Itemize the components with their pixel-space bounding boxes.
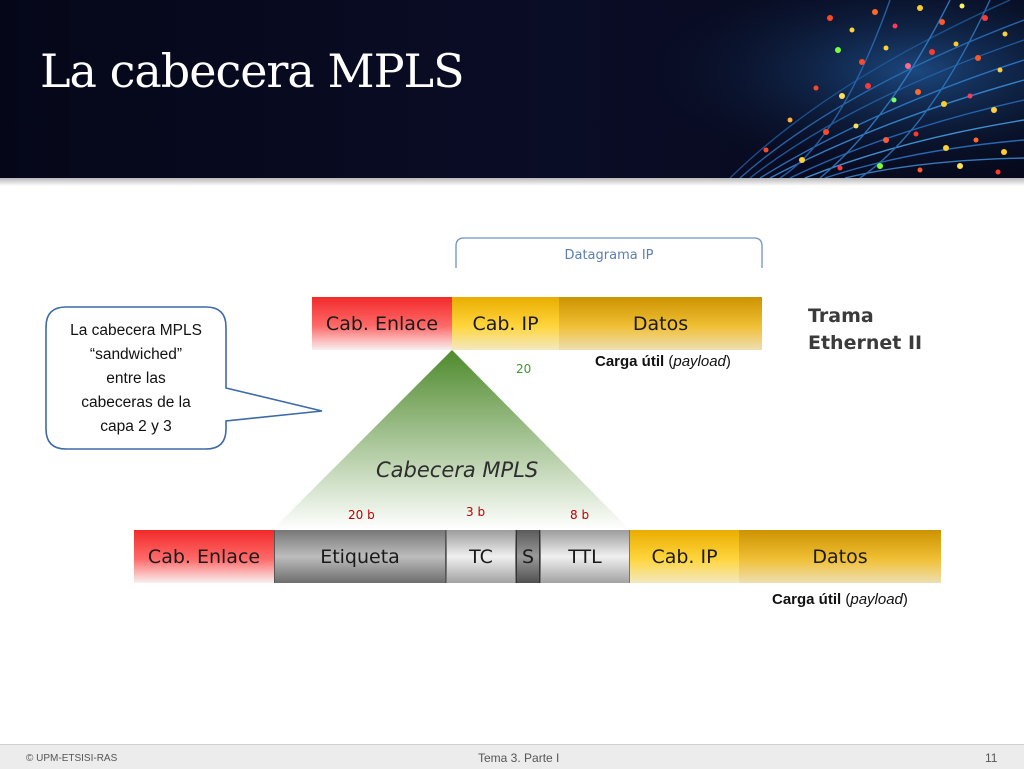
- frame-name-line1: Trama: [808, 305, 874, 327]
- callout-line-4: cabeceras de la: [81, 394, 191, 411]
- bottom-data-label: Datos: [812, 545, 868, 568]
- callout-bubble: [45, 306, 323, 450]
- bottom-link-header-label: Cab. Enlace: [147, 545, 261, 568]
- datagram-ip-label: Datagrama IP: [564, 248, 654, 263]
- callout-line-5: capa 2 y 3: [100, 418, 172, 435]
- mpls-s-field: S: [516, 530, 540, 583]
- mpls-tc-field: TC: [446, 530, 516, 583]
- footer-topic: Tema 3. Parte I: [478, 751, 560, 765]
- footer-copyright: © UPM-ETSISI-RAS: [26, 753, 118, 764]
- bottom-ip-header: Cab. IP: [630, 530, 739, 583]
- callout-line-3: entre las: [106, 370, 166, 387]
- top-payload-paren-close: ): [725, 353, 731, 370]
- slide-footer: © UPM-ETSISI-RAS Tema 3. Parte I 11: [0, 744, 1024, 769]
- callout-line-1: La cabecera MPLS: [70, 322, 202, 339]
- bottom-payload-paren-open: (: [845, 591, 851, 608]
- slide-header: La cabecera MPLS: [0, 0, 1024, 178]
- callout-text: La cabecera MPLS “sandwiched” entre las …: [46, 319, 226, 439]
- mpls-label-field: Etiqueta: [274, 530, 446, 583]
- bottom-ip-header-label: Cab. IP: [651, 545, 718, 568]
- top-payload-italic: payload: [673, 353, 726, 370]
- top-payload-bold: Carga útil: [595, 353, 665, 370]
- footer-page-number: 11: [985, 751, 998, 765]
- mpls-header-label: Cabecera MPLS: [376, 458, 539, 482]
- bottom-payload-caption: Carga útil (payload): [772, 591, 908, 608]
- bottom-link-header: Cab. Enlace: [134, 530, 274, 583]
- bottom-payload-italic: payload: [850, 591, 903, 608]
- header-shadow: [0, 178, 1024, 186]
- bottom-payload-paren-close: ): [902, 591, 908, 608]
- top-ip-header: Cab. IP: [452, 297, 559, 350]
- mpls-ttl-field: TTL: [540, 530, 630, 583]
- mpls-label-field-label: Etiqueta: [320, 545, 400, 568]
- mpls-s-field-label: S: [521, 545, 535, 568]
- ip-header-size: 20: [516, 362, 532, 376]
- mpls-tc-field-label: TC: [469, 545, 493, 568]
- top-data-label: Datos: [632, 312, 689, 335]
- top-data: Datos: [559, 297, 762, 350]
- top-link-header: Cab. Enlace: [312, 297, 452, 350]
- tc-field-size: 3 b: [466, 505, 486, 519]
- mpls-expansion-triangle: [272, 350, 630, 530]
- optical-fiber-image: [590, 0, 1024, 178]
- label-field-size: 20 b: [348, 508, 375, 522]
- bottom-data: Datos: [739, 530, 941, 583]
- ttl-field-size: 8 b: [570, 508, 590, 522]
- bottom-payload-bold: Carga útil: [772, 591, 842, 608]
- callout-line-2: “sandwiched”: [89, 346, 183, 363]
- frame-name: Trama Ethernet II: [808, 303, 922, 357]
- frame-name-line2: Ethernet II: [808, 332, 923, 354]
- mpls-ttl-field-label: TTL: [568, 545, 602, 568]
- top-payload-paren-open: (: [668, 353, 674, 370]
- top-link-header-label: Cab. Enlace: [325, 312, 439, 335]
- top-payload-caption: Carga útil (payload): [595, 353, 731, 370]
- slide-title: La cabecera MPLS: [40, 44, 465, 98]
- top-ip-header-label: Cab. IP: [472, 312, 539, 335]
- datagram-ip-brace: [455, 237, 763, 268]
